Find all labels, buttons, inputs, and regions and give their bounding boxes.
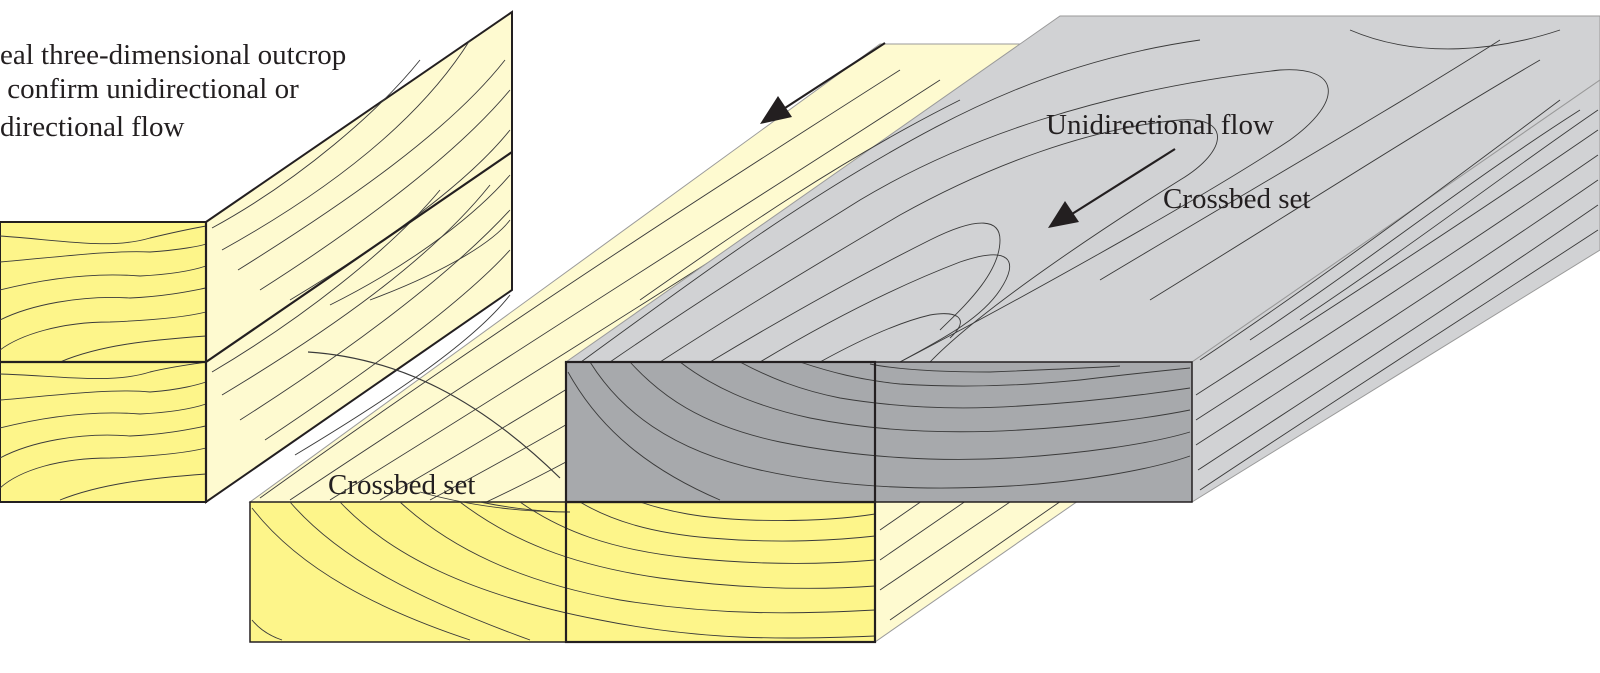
upper-block-side-laminae <box>1195 129 1599 491</box>
caption-line-1: eal three-dimensional outcrop <box>0 39 346 71</box>
label-unidirectional-flow: Unidirectional flow <box>1046 109 1274 141</box>
upper-block-front-laminae <box>567 361 1191 501</box>
flow-arrow-unidirectional <box>1048 148 1176 228</box>
label-crossbed-set-upper: Crossbed set <box>1163 183 1310 215</box>
left-outcrop-set-boundary-side <box>205 151 513 363</box>
caption-line-3: directional flow <box>0 111 184 143</box>
lower-block-front-face <box>249 501 876 643</box>
label-crossbed-set-lower: Crossbed set <box>328 469 475 501</box>
upper-block-front-face <box>565 361 1193 503</box>
flow-arrow-upper-left <box>760 42 886 124</box>
upper-block-highlight-frame <box>564 360 877 504</box>
lower-trough-arc <box>307 351 561 479</box>
left-outcrop-block <box>0 10 513 504</box>
upper-crossbed-block <box>564 15 1600 504</box>
left-outcrop-front-laminae <box>0 225 207 501</box>
upper-block-top-laminae <box>569 29 1599 371</box>
caption-line-2: confirm unidirectional or <box>0 73 299 105</box>
lower-block-front-laminae <box>251 491 876 641</box>
